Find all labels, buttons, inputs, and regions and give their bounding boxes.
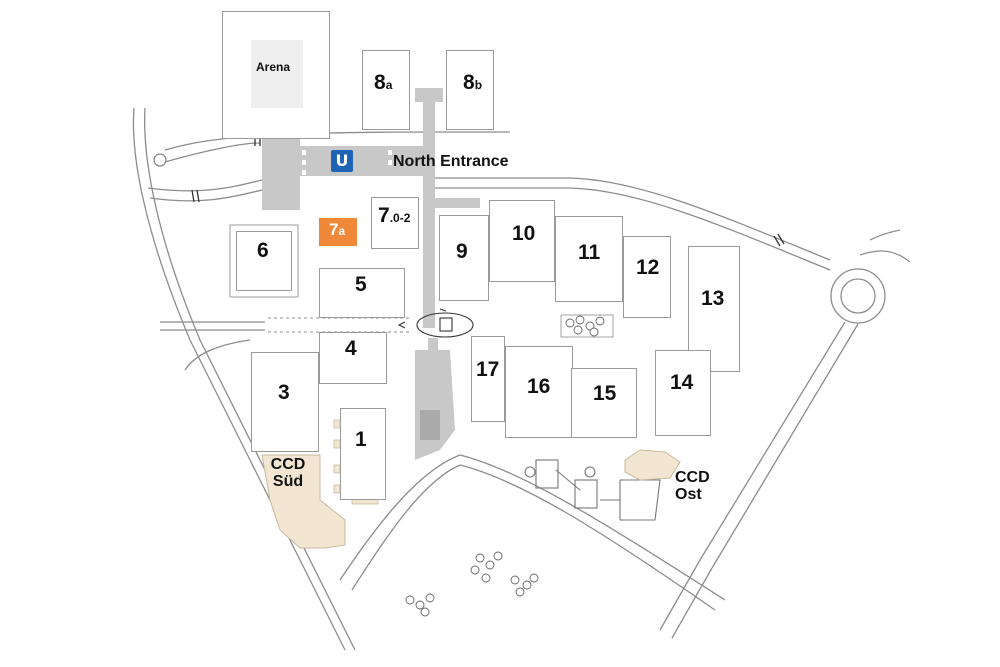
hall-7-label[interactable]: 7.0-2 <box>378 204 411 227</box>
ccd-ost-approach <box>600 479 661 521</box>
hall-14-label[interactable]: 14 <box>670 371 694 394</box>
road-south-east-b <box>671 323 859 639</box>
hall-15-label[interactable]: 15 <box>593 382 617 405</box>
arena-label[interactable]: Arena <box>256 60 291 74</box>
hall-7a[interactable] <box>319 218 357 246</box>
hall-14[interactable] <box>655 350 711 436</box>
road-west-link-b <box>149 189 263 202</box>
hall-16[interactable] <box>505 346 573 438</box>
walkway-windows <box>302 150 392 175</box>
road-west-link-a <box>147 179 263 192</box>
hall-1-label[interactable]: 1 <box>355 428 367 451</box>
road-east-b <box>430 187 831 271</box>
roundabout-east-outer <box>830 268 886 324</box>
hall-17-label[interactable]: 17 <box>476 358 500 381</box>
hall-1[interactable] <box>340 408 386 500</box>
hall-5[interactable] <box>319 268 405 318</box>
hall-3[interactable] <box>251 352 319 452</box>
hall6-outer-frame <box>229 224 299 298</box>
hall-11-label[interactable]: 11 <box>578 241 601 264</box>
hall-8b[interactable] <box>446 50 494 130</box>
hall-9[interactable] <box>439 215 489 301</box>
hall-7[interactable] <box>371 197 419 249</box>
hall-4[interactable] <box>319 332 387 384</box>
hall-13-label[interactable]: 13 <box>701 287 725 310</box>
road-ne-b <box>859 250 911 263</box>
ccd-sued-label[interactable]: CCD Süd <box>270 456 306 490</box>
u-bahn-icon: U <box>331 150 353 172</box>
road-east-a <box>430 177 831 261</box>
hall-17[interactable] <box>471 336 505 422</box>
hall-7a-label[interactable]: 7a <box>329 220 346 239</box>
hall-12[interactable] <box>623 236 671 318</box>
road-south-east-a <box>659 321 846 631</box>
road-west-inner <box>144 107 356 651</box>
hall-8b-label[interactable]: 8b <box>463 71 483 94</box>
parking-garage <box>415 350 455 460</box>
road-west-outer <box>132 107 346 651</box>
walkway-vertical-main <box>423 88 435 328</box>
roundabout-west <box>153 153 167 167</box>
ccd-sued-building <box>261 454 346 549</box>
plaza-south <box>524 459 598 509</box>
hall-5-label[interactable]: 5 <box>355 273 367 296</box>
road-center-sw-b <box>351 464 461 591</box>
hall-6-label[interactable]: 6 <box>257 239 269 262</box>
hall-12-label[interactable]: 12 <box>636 256 660 279</box>
hall-6[interactable] <box>236 231 292 291</box>
road-south-a <box>459 454 726 601</box>
road-south-b <box>459 464 716 611</box>
ccd-ost-label[interactable]: CCD Ost <box>675 469 710 503</box>
hall-16-label[interactable]: 16 <box>527 375 551 398</box>
walkway-west-block <box>262 138 300 210</box>
hall-15[interactable] <box>571 368 637 438</box>
tree-cluster-east <box>560 314 614 338</box>
hall-10[interactable] <box>489 200 555 282</box>
walkway-north-entrance <box>298 146 430 176</box>
tree-cluster-south <box>405 551 539 617</box>
hall-8a-label[interactable]: 8a <box>374 71 393 94</box>
road-network <box>132 107 911 651</box>
hall-9-label[interactable]: 9 <box>456 240 468 263</box>
road-north-b <box>164 142 261 163</box>
hall-11[interactable] <box>555 216 623 302</box>
road-center-sw-a <box>339 454 461 581</box>
walkway-east-short <box>430 198 480 208</box>
road-sw-bend <box>184 339 251 371</box>
hall-10-label[interactable]: 10 <box>512 222 536 245</box>
center-roundabout <box>397 308 474 338</box>
hall-8a[interactable] <box>362 50 410 130</box>
north-entrance-label[interactable]: North Entrance <box>393 153 509 170</box>
roundabout-east <box>840 278 876 314</box>
walkway-top-cap <box>415 88 443 102</box>
hall-4-label[interactable]: 4 <box>345 337 357 360</box>
parking-detail <box>420 410 440 440</box>
ccd-ost-building <box>624 449 681 481</box>
road-ne <box>869 229 901 241</box>
hall-3-label[interactable]: 3 <box>278 381 290 404</box>
arena-field <box>251 40 303 108</box>
tunnel <box>268 317 410 333</box>
